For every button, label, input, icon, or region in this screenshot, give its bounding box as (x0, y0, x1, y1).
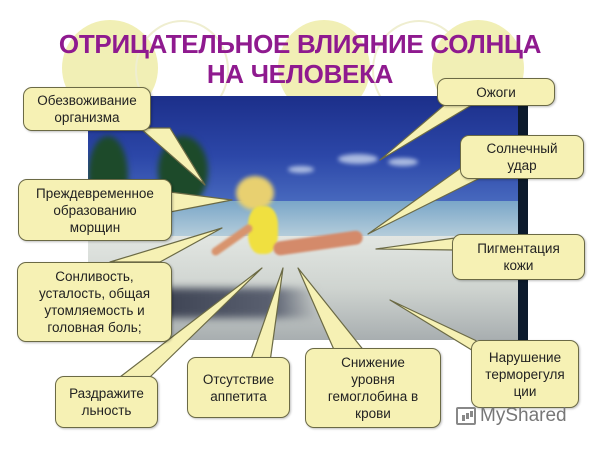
callout-dehydration: Обезвоживание организма (23, 87, 151, 131)
callout-wrinkles: Преждевременное образованию морщин (18, 179, 172, 241)
callout-thermoregulation: Нарушение терморегуля ции (471, 340, 579, 408)
callout-drowsiness: Сонливость, усталость, общая утомляемост… (17, 262, 172, 342)
callout-sunstroke: Солнечный удар (460, 135, 584, 179)
woman-figure (236, 176, 274, 210)
watermark-text: MyShared (480, 405, 567, 426)
callout-appetite: Отсутствие аппетита (187, 357, 290, 418)
callout-pigmentation: Пигментация кожи (452, 234, 585, 280)
page-title-line2: НА ЧЕЛОВЕКА (206, 59, 394, 89)
callout-burns: Ожоги (437, 78, 555, 106)
callout-hemoglobin: Снижение уровня гемоглобина в крови (305, 348, 441, 428)
page-title: ОТРИЦАТЕЛЬНОЕ ВЛИЯНИЕ СОЛНЦА (58, 29, 542, 59)
callout-irritability: Раздражите льность (55, 376, 158, 428)
watermark: MyShared (456, 405, 567, 427)
presentation-icon (456, 407, 476, 425)
